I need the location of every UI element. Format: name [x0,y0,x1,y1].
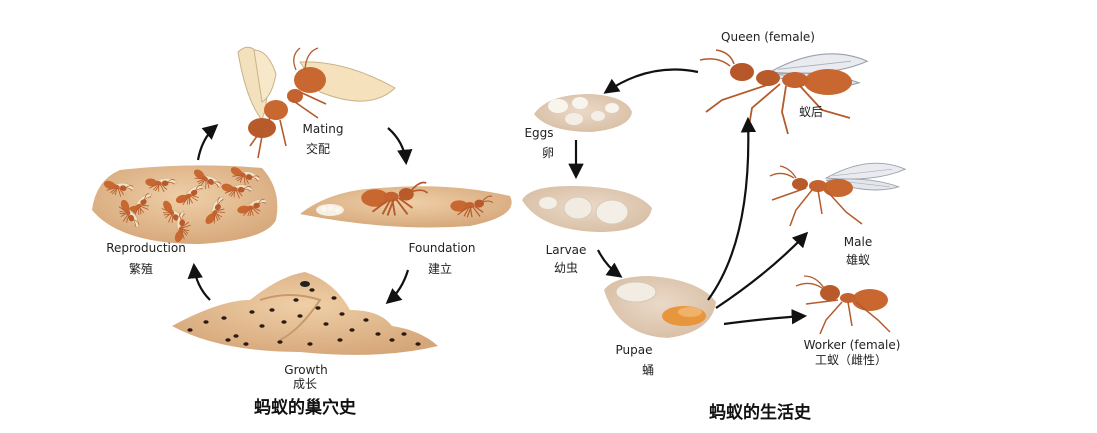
nest-ant-dot [339,312,345,316]
stage-label-mating-en: Mating [302,122,344,136]
stage-label-reproduction-zh: 繁殖 [128,262,154,276]
nest-ant-dot [281,320,287,324]
stage-label-foundation-en: Foundation [408,241,476,255]
nest-ant-dot [187,328,193,332]
caste-label-worker-zh: 工蚁（雌性） [814,353,888,367]
queen-ant-illustration [699,49,868,135]
arrow-growth-to-reproduction [187,262,211,301]
foundation-illustration [300,181,512,228]
stage-label-growth-zh: 成长 [292,377,318,391]
nest-ant-dot [249,310,255,314]
arrow-pupae-to-male [715,231,809,309]
nest-ant-dot [315,306,321,310]
nest-ant-dot [415,342,421,346]
caste-label-male-zh: 雄蚁 [845,253,871,267]
stage-label-eggs-en: Eggs [524,126,554,140]
nest-ant-dot [401,332,407,336]
nest-ant-dot [363,318,369,322]
arrow-reproduction-to-mating [196,123,219,161]
nest-ant-dot [337,338,343,342]
nest-ant-dot [225,338,231,342]
nest-ant-dot [221,316,227,320]
larvae-illustration [522,186,652,232]
caste-label-worker-en: Worker (female) [803,338,901,352]
stage-label-eggs-zh: 卵 [541,146,555,160]
arrow-pupae-to-worker [723,309,808,326]
nest-ant-dot [269,308,275,312]
nest-ant-dot [259,324,265,328]
nest-ant-dot [389,338,395,342]
reproduction-ant [115,197,140,231]
stage-label-foundation-zh: 建立 [427,262,453,276]
mating-ants-illustration [237,46,396,159]
pupae-illustration [604,276,716,338]
arrow-pupae-to-queen [707,116,757,301]
stage-label-pupae-en: Pupae [615,343,653,357]
nest-ant-dot [309,288,315,292]
nest-ant-dot [323,322,329,326]
arrow-mating-to-foundation [387,127,413,166]
nest-ant-dot [297,314,303,318]
caste-label-male-en: Male [843,235,873,249]
reproduction-ants [100,162,269,246]
life-history-title: 蚂蚁的生活史 [709,403,811,423]
reproduction-ant [100,176,136,201]
nest-ant-dot [293,298,299,302]
stage-label-reproduction-en: Reproduction [106,241,186,255]
nest-ant-dot [349,328,355,332]
nest-ant-dot [307,342,313,346]
stage-label-mating-zh: 交配 [305,142,331,156]
arrow-larvae-to-pupae [597,249,623,278]
arrow-foundation-to-growth [385,269,410,305]
growth-nest-ants [187,288,421,346]
caste-label-queen-zh: 蚁后 [798,105,824,119]
nest-ant-dot [331,296,337,300]
arrow-queen-to-eggs [603,68,699,94]
stage-label-larvae-zh: 幼虫 [553,261,579,275]
nest-ant-dot [233,334,239,338]
reproduction-ant [219,179,254,202]
worker-ant-illustration [795,275,891,335]
growth-nest-illustration [172,272,438,355]
nest-ant-dot [277,340,283,344]
nest-history-title: 蚂蚁的巢穴史 [254,398,356,418]
reproduction-ant [200,196,232,229]
stage-label-growth-en: Growth [284,363,328,377]
reproduction-ant [189,164,222,196]
reproduction-ant [173,184,207,209]
reproduction-ant [143,174,178,195]
nest-ant-dot [203,320,209,324]
nest-ant-dot [243,342,249,346]
stage-label-larvae-en: Larvae [545,243,587,257]
reproduction-ant [226,162,261,191]
eggs-illustration [534,94,632,132]
reproduction-ant [170,210,195,246]
male-ant-illustration [769,162,906,227]
reproduction-ant [123,192,157,221]
stage-label-pupae-zh: 蛹 [641,363,655,377]
caste-label-queen-en: Queen (female) [721,30,815,44]
reproduction-ant [235,198,269,219]
nest-ant-dot [375,332,381,336]
